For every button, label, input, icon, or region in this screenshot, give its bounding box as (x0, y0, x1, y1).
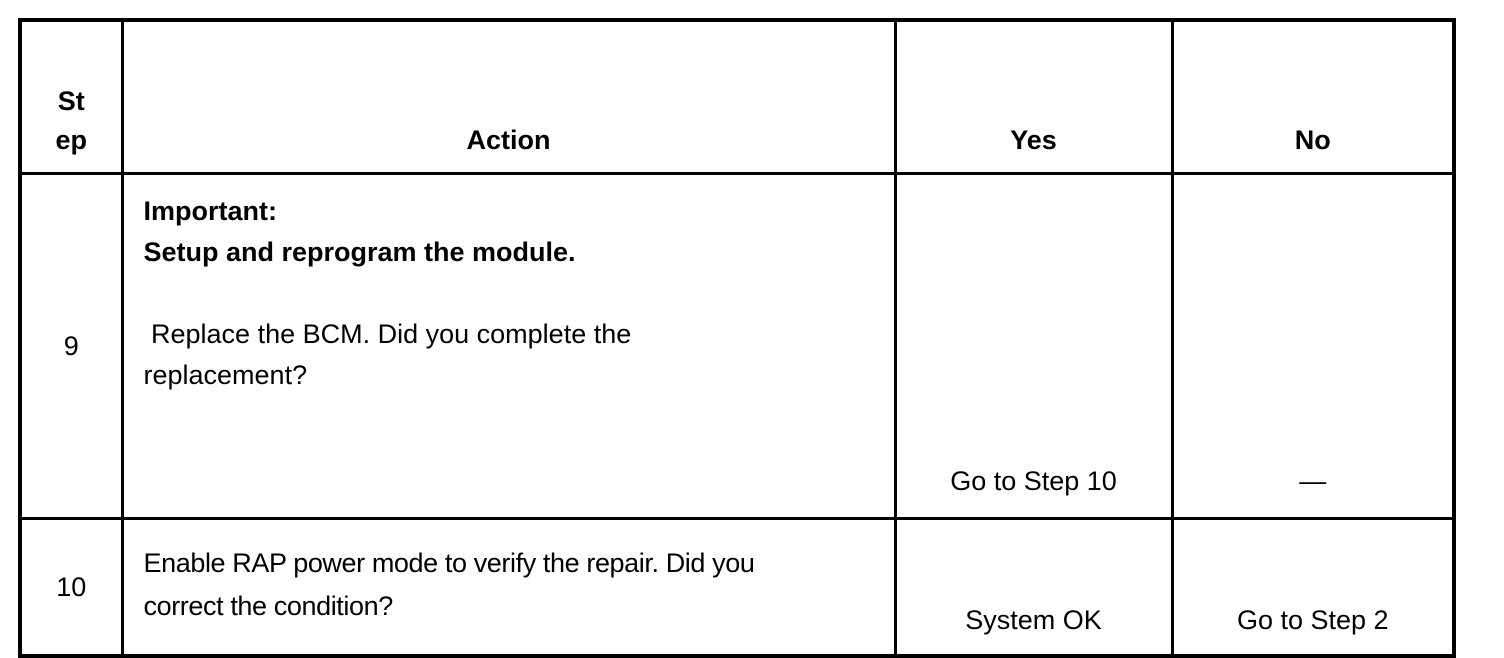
action-question: Replace the BCM. Did you complete the re… (143, 319, 632, 390)
diagnostic-table: St ep Action Yes No 9 Important: Setup a… (18, 18, 1456, 658)
yes-result: Go to Step 10 (893, 172, 1174, 520)
table-row-step-9: 9 Important: Setup and reprogram the mod… (18, 172, 1456, 520)
step-number: 10 (18, 517, 124, 658)
no-result: Go to Step 2 (1170, 517, 1456, 658)
yes-result: System OK (893, 517, 1174, 658)
table-header-row: St ep Action Yes No (18, 18, 1456, 175)
step-number: 9 (18, 172, 124, 520)
table-row-step-10: 10 Enable RAP power mode to verify the r… (18, 517, 1456, 658)
column-header-no: No (1170, 18, 1456, 175)
diagnostic-table-wrapper: St ep Action Yes No 9 Important: Setup a… (18, 18, 1456, 658)
column-header-action: Action (120, 18, 897, 175)
column-header-yes: Yes (893, 18, 1174, 175)
no-result: — (1170, 172, 1456, 520)
action-cell: Important: Setup and reprogram the modul… (120, 172, 897, 520)
column-header-step: St ep (18, 18, 124, 175)
action-cell: Enable RAP power mode to verify the repa… (120, 517, 897, 658)
action-important-note: Important: Setup and reprogram the modul… (143, 196, 576, 267)
